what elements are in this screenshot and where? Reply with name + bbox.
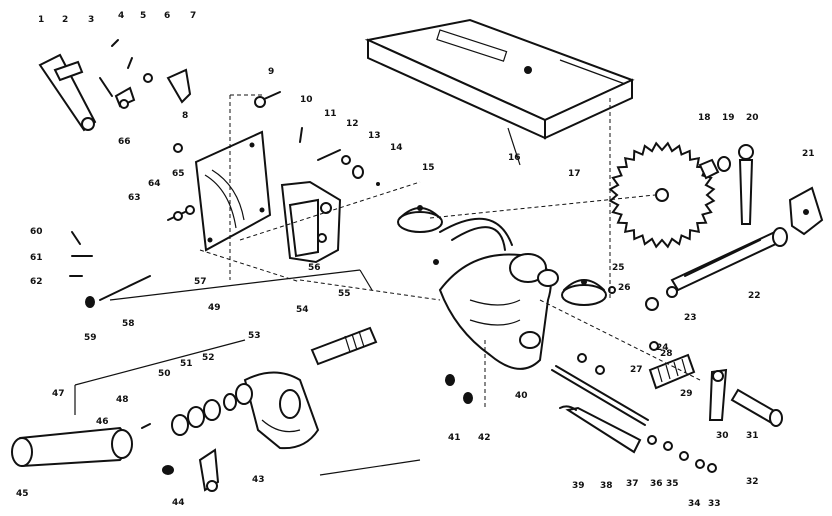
callout-60: 60: [30, 227, 43, 237]
worm-gear: [648, 353, 696, 390]
callout-5: 5: [140, 11, 146, 21]
callout-15: 15: [422, 163, 435, 173]
callout-36: 36: [650, 479, 663, 489]
tilt-bracket: [194, 130, 272, 252]
callout-25: 25: [612, 263, 625, 273]
callout-53: 53: [248, 331, 261, 341]
callout-62: 62: [30, 277, 43, 287]
callout-50: 50: [158, 369, 171, 379]
callout-31: 31: [746, 431, 759, 441]
callout-43: 43: [252, 475, 265, 485]
callout-38: 38: [600, 481, 613, 491]
callout-45: 45: [16, 489, 29, 499]
saw-blade: [608, 141, 716, 249]
callout-44: 44: [172, 498, 185, 508]
callout-61: 61: [30, 253, 43, 263]
callout-30: 30: [716, 431, 729, 441]
callout-59: 59: [84, 333, 97, 343]
hardware-left: [69, 91, 473, 475]
callout-52: 52: [202, 353, 215, 363]
arbor-wrench: [738, 144, 754, 225]
callout-27: 27: [630, 365, 643, 375]
lock-bolt: [730, 388, 783, 427]
handwheel-lever: [708, 368, 728, 421]
arbor-nut-18: [698, 158, 720, 180]
callout-63: 63: [128, 193, 141, 203]
callout-56: 56: [308, 263, 321, 273]
callout-39: 39: [572, 481, 585, 491]
trunnion-bracket: [280, 180, 342, 264]
callout-9: 9: [268, 67, 274, 77]
callout-13: 13: [368, 131, 381, 141]
callout-51: 51: [180, 359, 193, 369]
callout-29: 29: [680, 389, 693, 399]
callout-41: 41: [448, 433, 461, 443]
callout-32: 32: [746, 477, 759, 487]
callout-22: 22: [748, 291, 761, 301]
motor-bracket-lower: [561, 279, 607, 306]
callout-3: 3: [88, 15, 94, 25]
callout-40: 40: [515, 391, 528, 401]
callout-23: 23: [684, 313, 697, 323]
callout-35: 35: [666, 479, 679, 489]
tilt-lever-assembly: [38, 39, 192, 132]
belt-tension-lever: [198, 448, 220, 492]
saw-table: [364, 18, 635, 140]
arbor-washer-plate: [788, 186, 824, 236]
callout-6: 6: [164, 11, 170, 21]
crank-handle: [559, 405, 642, 454]
callout-28: 28: [660, 349, 673, 359]
callout-33: 33: [708, 499, 721, 509]
motor-end-bracket: [243, 371, 320, 450]
motor-housing: [438, 217, 559, 370]
callout-54: 54: [296, 305, 309, 315]
callout-65: 65: [172, 169, 185, 179]
callout-64: 64: [148, 179, 161, 189]
elevation-shaft: [551, 365, 649, 426]
callout-2: 2: [62, 15, 68, 25]
callout-48: 48: [116, 395, 129, 405]
callout-42: 42: [478, 433, 491, 443]
callout-11: 11: [324, 109, 337, 119]
callout-20: 20: [746, 113, 759, 123]
callout-26: 26: [618, 283, 631, 293]
callout-66: 66: [118, 137, 131, 147]
motor-shaft: [310, 326, 378, 366]
callout-34: 34: [688, 499, 701, 509]
callout-17: 17: [568, 169, 581, 179]
callout-57: 57: [194, 277, 207, 287]
callout-14: 14: [390, 143, 403, 153]
callout-1: 1: [38, 15, 44, 25]
callout-19: 19: [722, 113, 735, 123]
callout-21: 21: [802, 149, 815, 159]
callout-10: 10: [300, 95, 313, 105]
callout-7: 7: [190, 11, 196, 21]
callout-58: 58: [122, 319, 135, 329]
callout-47: 47: [52, 389, 65, 399]
callout-37: 37: [626, 479, 639, 489]
small-washers: [577, 286, 717, 473]
callout-49: 49: [208, 303, 221, 313]
callout-46: 46: [96, 417, 109, 427]
callout-24: 24: [656, 343, 669, 353]
callout-4: 4: [118, 11, 124, 21]
drive-belt: [11, 426, 133, 468]
callout-18: 18: [698, 113, 711, 123]
arbor-washer-19: [717, 156, 731, 172]
bearing-stack: [171, 383, 253, 436]
callout-16: 16: [508, 153, 521, 163]
leader-lines: [74, 94, 701, 476]
motor-bracket-upper: [397, 205, 443, 233]
callout-55: 55: [338, 289, 351, 299]
callout-8: 8: [182, 111, 188, 121]
arbor-shaft: [670, 227, 788, 292]
callout-12: 12: [346, 119, 359, 129]
